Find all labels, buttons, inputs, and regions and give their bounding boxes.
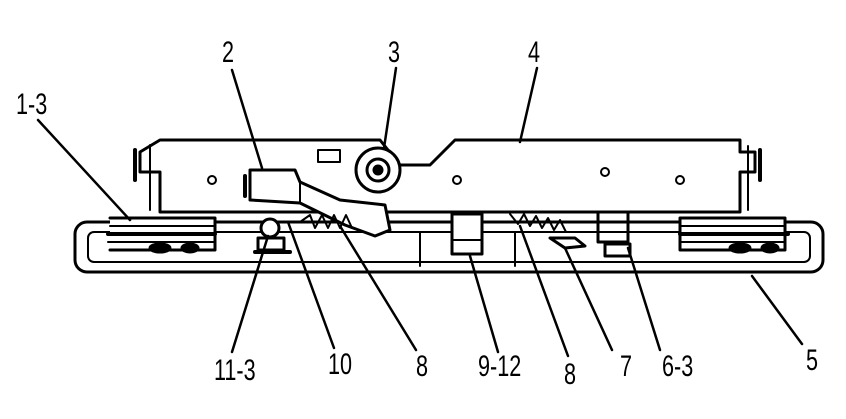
callout-8-left: 8: [416, 350, 429, 383]
spring-left: [299, 214, 353, 229]
callout-4: 4: [528, 36, 541, 69]
hook-right: [596, 210, 632, 258]
base-plate: [73, 220, 825, 274]
latch: [548, 236, 587, 250]
slide-rail: [133, 138, 762, 214]
lock-lever: [243, 168, 392, 238]
left-roller: [106, 216, 217, 254]
callout-6-3: 6-3: [662, 350, 694, 383]
callout-8-right: 8: [564, 358, 577, 391]
rivet-holes: [207, 167, 685, 185]
leader-lines: [36, 66, 804, 358]
spring-right: [509, 213, 567, 233]
callout-3: 3: [388, 36, 401, 69]
callout-7: 7: [620, 350, 633, 383]
callout-10: 10: [328, 348, 353, 381]
right-roller: [678, 216, 790, 254]
center-block: [450, 212, 484, 256]
callout-2: 2: [222, 36, 235, 69]
callout-11-3: 11-3: [214, 354, 256, 387]
callout-1-3: 1-3: [16, 88, 48, 121]
callout-9-12: 9-12: [478, 350, 522, 383]
callout-5: 5: [806, 344, 819, 377]
pivot-pin: [354, 146, 402, 194]
stopper-bolt-left: [253, 217, 292, 254]
